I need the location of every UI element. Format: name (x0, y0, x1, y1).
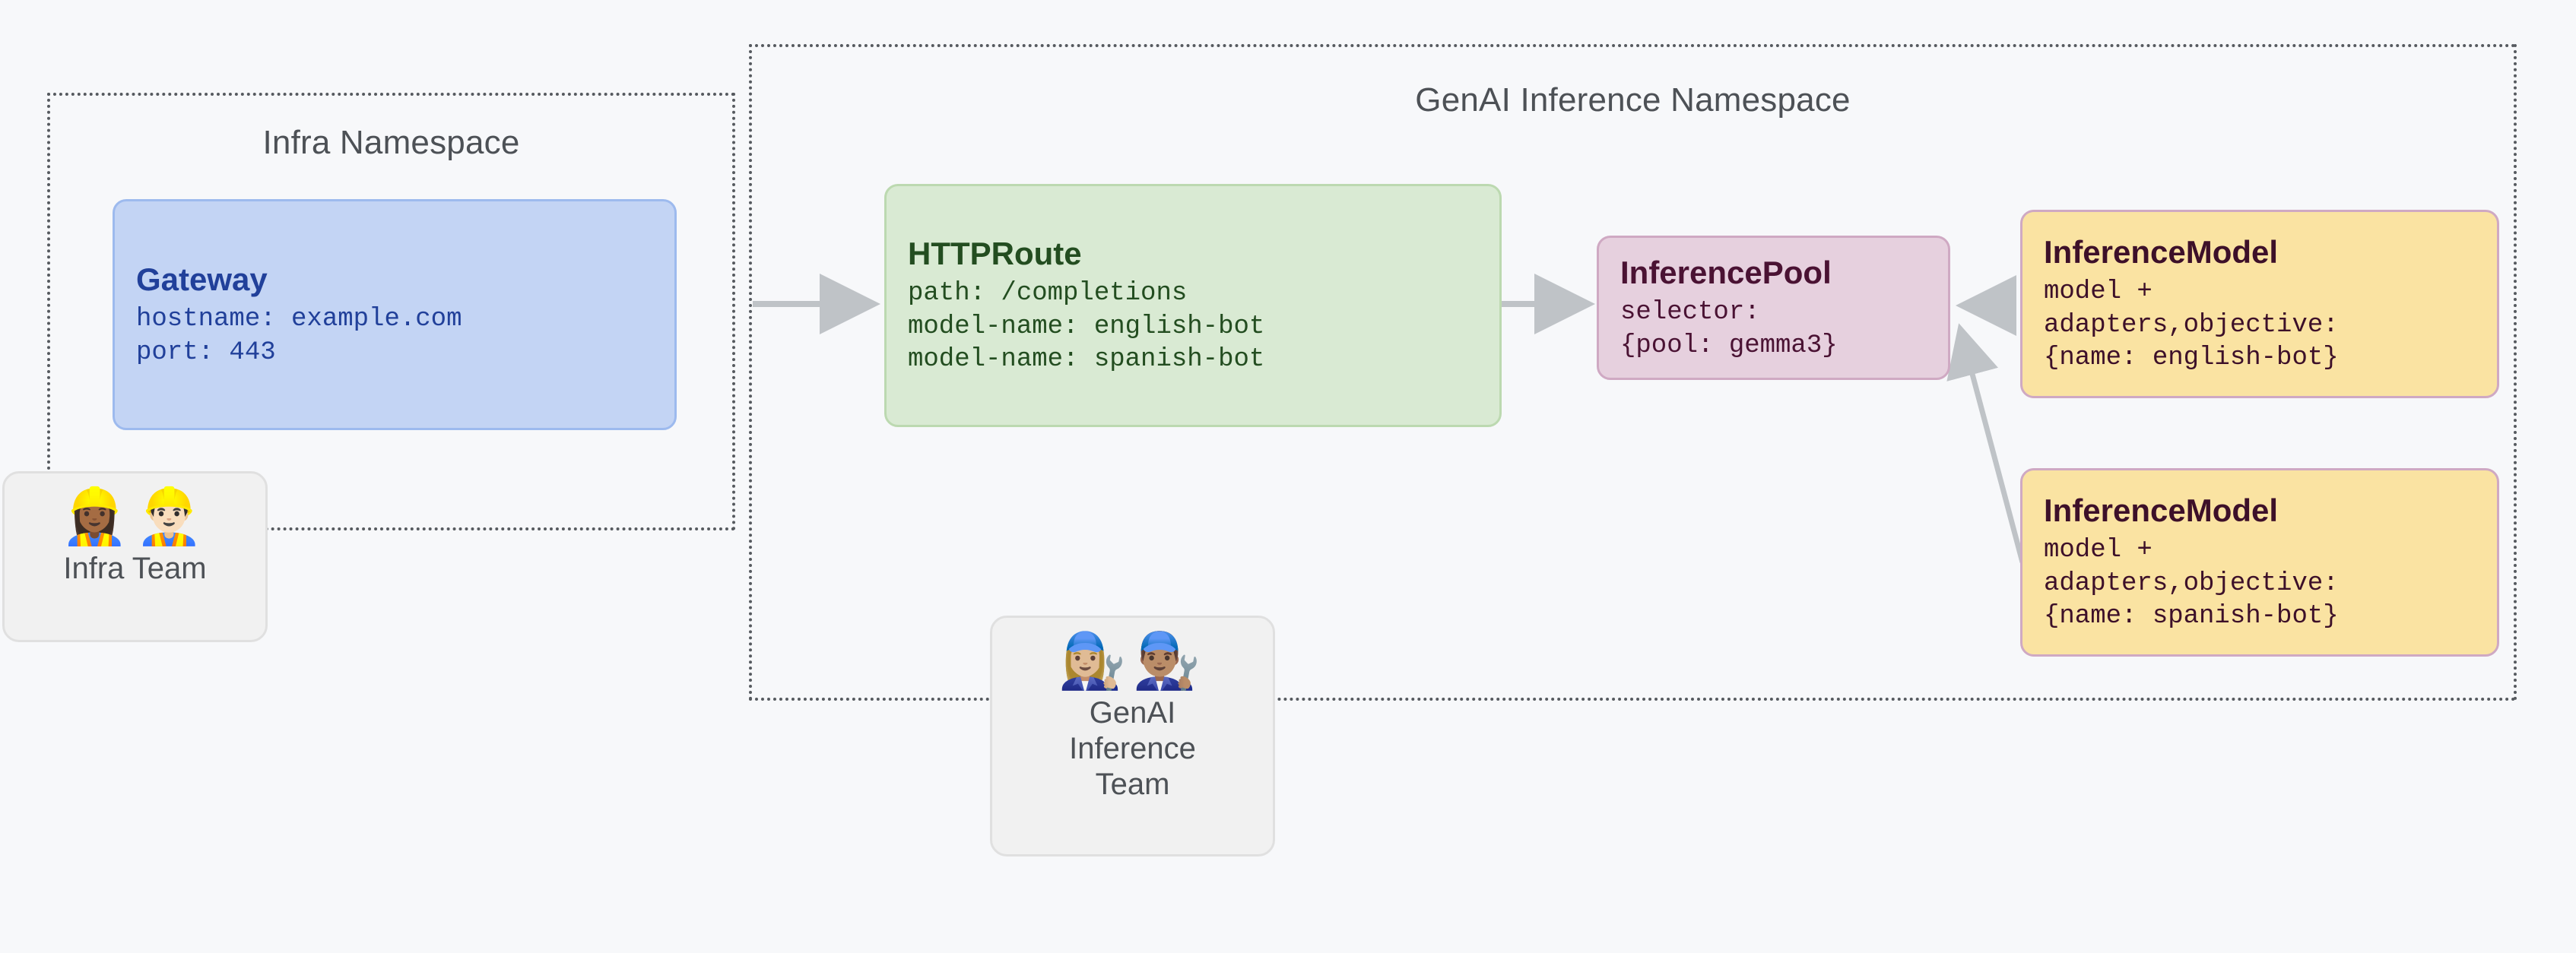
card-inferencemodel-spanish[interactable]: InferenceModel model + adapters,objectiv… (2020, 468, 2499, 657)
card-inferencemodel-english-kind: InferenceModel (2044, 234, 2279, 271)
construction-worker-icons: 👷🏾‍♀️👷🏻‍♂️ (60, 486, 210, 547)
card-inferencemodel-spanish-kind: InferenceModel (2044, 492, 2279, 529)
card-inferencepool-line-1: selector: (1620, 298, 1760, 328)
card-inferencemodel-spanish-line-1: model + (2044, 536, 2152, 565)
card-httproute-line-2: model-name: english-bot (908, 312, 1265, 341)
card-gateway-kind: Gateway (136, 261, 268, 297)
card-inferencemodel-spanish-line-2: adapters,objective: (2044, 568, 2339, 598)
namespace-infra (47, 93, 735, 530)
mechanic-icons: 👩🏼‍🔧👨🏽‍🔧 (1058, 631, 1207, 692)
card-httproute[interactable]: HTTPRoute path: /completions model-name:… (884, 184, 1502, 427)
namespace-infra-title: Infra Namespace (262, 124, 520, 161)
card-inferencemodel-english[interactable]: InferenceModel model + adapters,objectiv… (2020, 210, 2499, 398)
card-httproute-kind: HTTPRoute (908, 236, 1082, 272)
namespace-genai (749, 44, 2517, 701)
namespace-genai-title: GenAI Inference Namespace (1415, 81, 1851, 119)
card-inferencemodel-spanish-line-3: {name: spanish-bot} (2044, 602, 2339, 632)
card-gateway-line-2: port: 443 (136, 337, 276, 367)
card-inferencepool-line-2: {pool: gemma3} (1620, 331, 1838, 360)
card-gateway-line-1: hostname: example.com (136, 305, 462, 334)
team-card-genai[interactable]: 👩🏼‍🔧👨🏽‍🔧 GenAI Inference Team (990, 616, 1275, 856)
card-inferencemodel-english-line-3: {name: english-bot} (2044, 344, 2339, 373)
team-card-genai-label: GenAI Inference Team (1069, 695, 1196, 801)
team-card-infra-label: Infra Team (63, 551, 207, 585)
card-inferencemodel-english-line-2: adapters,objective: (2044, 310, 2339, 340)
card-gateway[interactable]: Gateway hostname: example.com port: 443 (113, 199, 677, 430)
team-card-infra[interactable]: 👷🏾‍♀️👷🏻‍♂️ Infra Team (2, 471, 268, 642)
card-inferencemodel-english-line-1: model + (2044, 277, 2152, 307)
card-httproute-line-3: model-name: spanish-bot (908, 345, 1265, 375)
card-httproute-line-1: path: /completions (908, 279, 1188, 309)
card-inferencepool[interactable]: InferencePool selector: {pool: gemma3} (1597, 236, 1950, 380)
card-inferencepool-kind: InferencePool (1620, 254, 1832, 290)
